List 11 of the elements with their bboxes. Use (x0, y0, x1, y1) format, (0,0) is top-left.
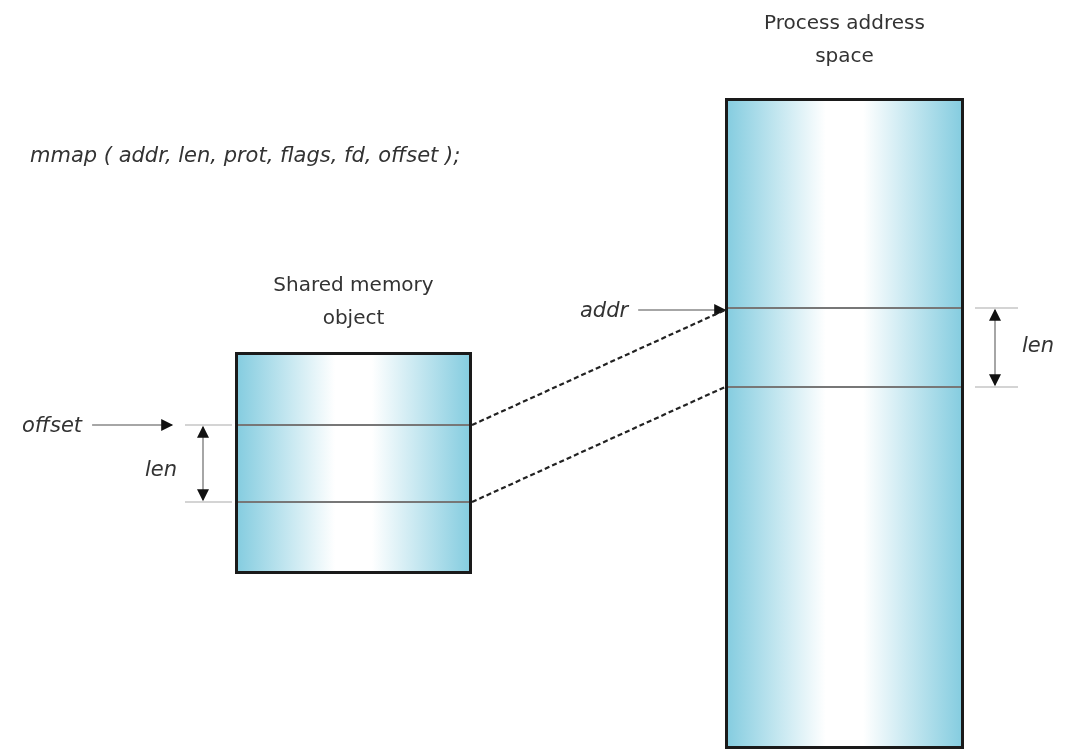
function-call-text: mmap ( addr, len, prot, flags, fd, offset ); (30, 142, 461, 168)
dimension-label: len (1022, 332, 1055, 358)
mapping-line (471, 386, 726, 503)
box-heading: Process address space (763, 9, 926, 69)
pointer-label: addr (580, 298, 629, 322)
arrow (91, 419, 174, 431)
arrow (637, 304, 727, 316)
box-heading: Shared memory object (272, 271, 435, 331)
dimension-label: len (145, 456, 178, 482)
pointer-label: offset (22, 413, 83, 437)
mapping-line (471, 309, 726, 426)
